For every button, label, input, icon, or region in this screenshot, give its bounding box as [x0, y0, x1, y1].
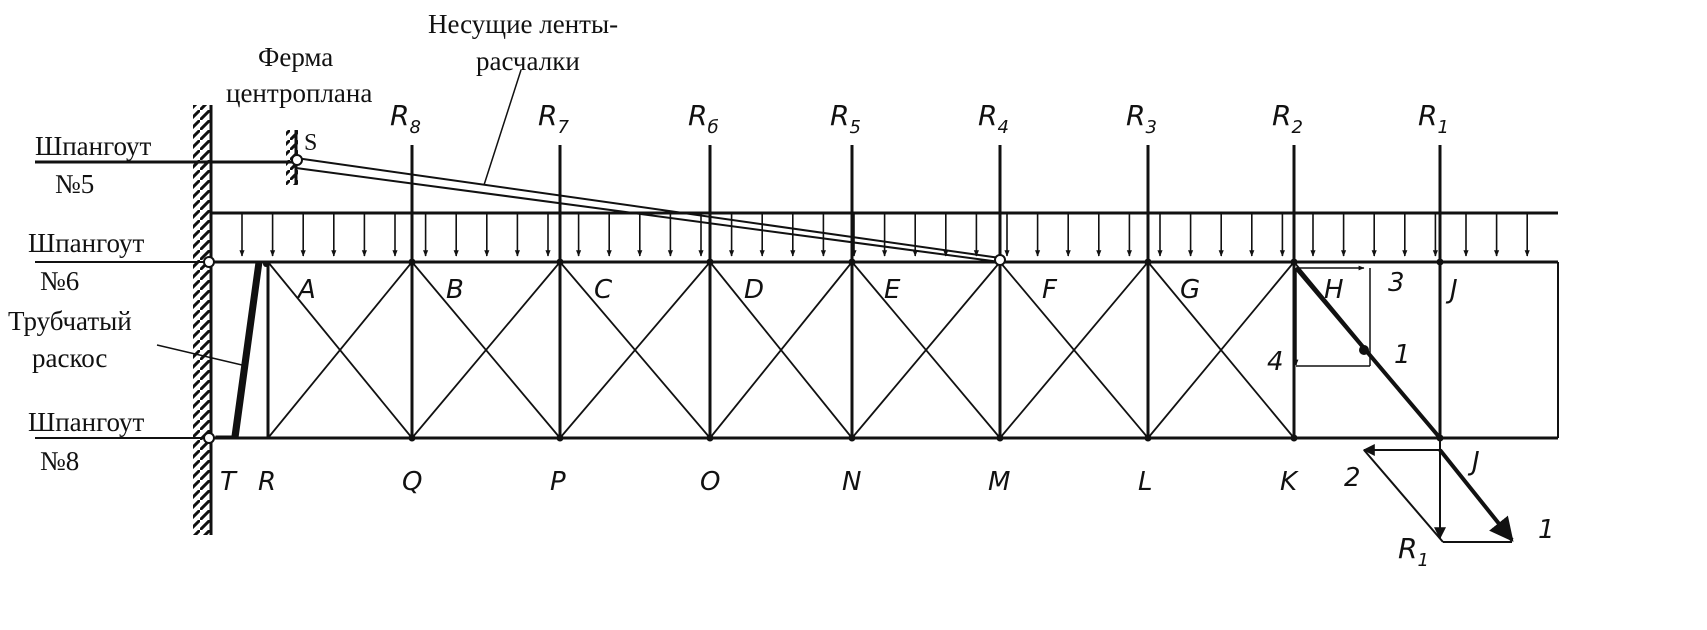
reaction-labels: R8 R7 Rб R5 R4 R3 R2 R1	[390, 99, 1449, 138]
bottom-node-joint	[1144, 434, 1152, 442]
node-a-joint	[263, 261, 269, 267]
force-triangle-top	[1293, 265, 1442, 440]
reaction-label: R1	[1418, 99, 1449, 138]
top-node-joint	[1290, 258, 1298, 266]
top-node-label: B	[446, 275, 464, 305]
tubular-strut-label: Трубчатый	[8, 306, 132, 336]
bottom-node-label: T	[220, 467, 238, 497]
diagonal	[999, 261, 1149, 439]
frame-6-label: Шпангоут	[28, 228, 144, 258]
bottom-node-joint	[848, 434, 856, 442]
bottom-node-joint	[556, 434, 564, 442]
bottom-node-label: N	[842, 467, 861, 497]
point-s-label: S	[304, 130, 317, 156]
distributed-load	[211, 211, 1558, 257]
diagonal	[709, 261, 853, 439]
reaction-label: R2	[1272, 99, 1303, 138]
diagonal	[559, 261, 711, 439]
bottom-node-label: R	[258, 467, 276, 497]
truss-chords	[211, 260, 1559, 440]
tri-bottom-2: 2	[1344, 463, 1361, 493]
diagonal	[267, 261, 413, 439]
top-node-label: H	[1324, 275, 1344, 305]
reaction-label: Rб	[688, 99, 719, 138]
bracing-tapes	[295, 157, 1001, 263]
bracing-tapes-label: Несущие ленты-	[428, 9, 618, 39]
bracing-tapes-label-2: расчалки	[476, 46, 580, 76]
diagonal	[1147, 261, 1295, 439]
leader-lines	[156, 69, 522, 366]
frame-5-label: Шпангоут	[35, 131, 151, 161]
wall-joint-top	[203, 256, 215, 268]
top-node-label: F	[1042, 275, 1058, 305]
top-node-label: G	[1180, 275, 1200, 305]
fuselage-wall	[193, 105, 213, 535]
top-node-label: E	[884, 275, 901, 305]
diagonal	[851, 261, 1001, 439]
bottom-node-joint	[1290, 434, 1298, 442]
tri-top-3: 3	[1388, 268, 1405, 298]
bottom-node-joint	[996, 434, 1004, 442]
top-node-joint	[848, 258, 856, 266]
reaction-label: R5	[830, 99, 861, 138]
tri-top-4: 4	[1267, 347, 1284, 377]
top-node-joint	[706, 258, 714, 266]
top-node-joint	[1436, 258, 1444, 266]
frame-8-label: Шпангоут	[28, 407, 144, 437]
reaction-label: R7	[538, 99, 569, 138]
frame-6-number: №6	[40, 266, 79, 296]
top-node-joint	[1144, 258, 1152, 266]
reaction-label: R8	[390, 99, 421, 138]
frame-8-number: №8	[40, 446, 79, 476]
bottom-node-joint	[706, 434, 714, 442]
tri-bottom-j: J	[1467, 447, 1480, 477]
node-f-tape	[994, 254, 1006, 266]
top-node-joint	[556, 258, 564, 266]
frame-lines	[35, 160, 296, 439]
bottom-node-label: M	[988, 467, 1010, 497]
bottom-node-label: Q	[402, 467, 422, 497]
top-node-label: J	[1445, 275, 1458, 305]
force-triangle-labels: 3 1 4 2 J 1 R1	[1267, 268, 1555, 571]
top-node-label: A	[296, 275, 316, 305]
top-node-label: C	[594, 275, 613, 305]
diagonal	[411, 261, 561, 439]
tri-bottom-r1: R1	[1398, 532, 1429, 571]
center-wing-truss-label: Ферма	[258, 42, 333, 72]
bottom-node-label: O	[700, 467, 720, 497]
bottom-node-label: P	[550, 467, 566, 497]
bottom-node-label: L	[1138, 467, 1153, 497]
center-wing-truss-label-2: центроплана	[226, 78, 372, 108]
text-labels: Шпангоут №5 Шпангоут №6 Трубчатый раскос…	[8, 9, 618, 476]
bottom-node-label: K	[1280, 467, 1299, 497]
reaction-label: R4	[978, 99, 1009, 138]
reaction-label: R3	[1126, 99, 1157, 138]
bottom-node-joint	[408, 434, 416, 442]
tubular-strut-label-2: раскос	[32, 343, 107, 373]
node-s	[291, 154, 303, 166]
truss-panels	[267, 145, 1444, 442]
tubular-strut	[215, 261, 263, 439]
top-node-joint	[408, 258, 416, 266]
tri-top-1: 1	[1394, 340, 1411, 370]
wall-joint-bottom	[203, 432, 215, 444]
frame-5-number: №5	[55, 169, 94, 199]
force-triangle-bottom	[1362, 438, 1514, 543]
top-node-label: D	[744, 275, 764, 305]
tri-bottom-1: 1	[1538, 515, 1555, 545]
